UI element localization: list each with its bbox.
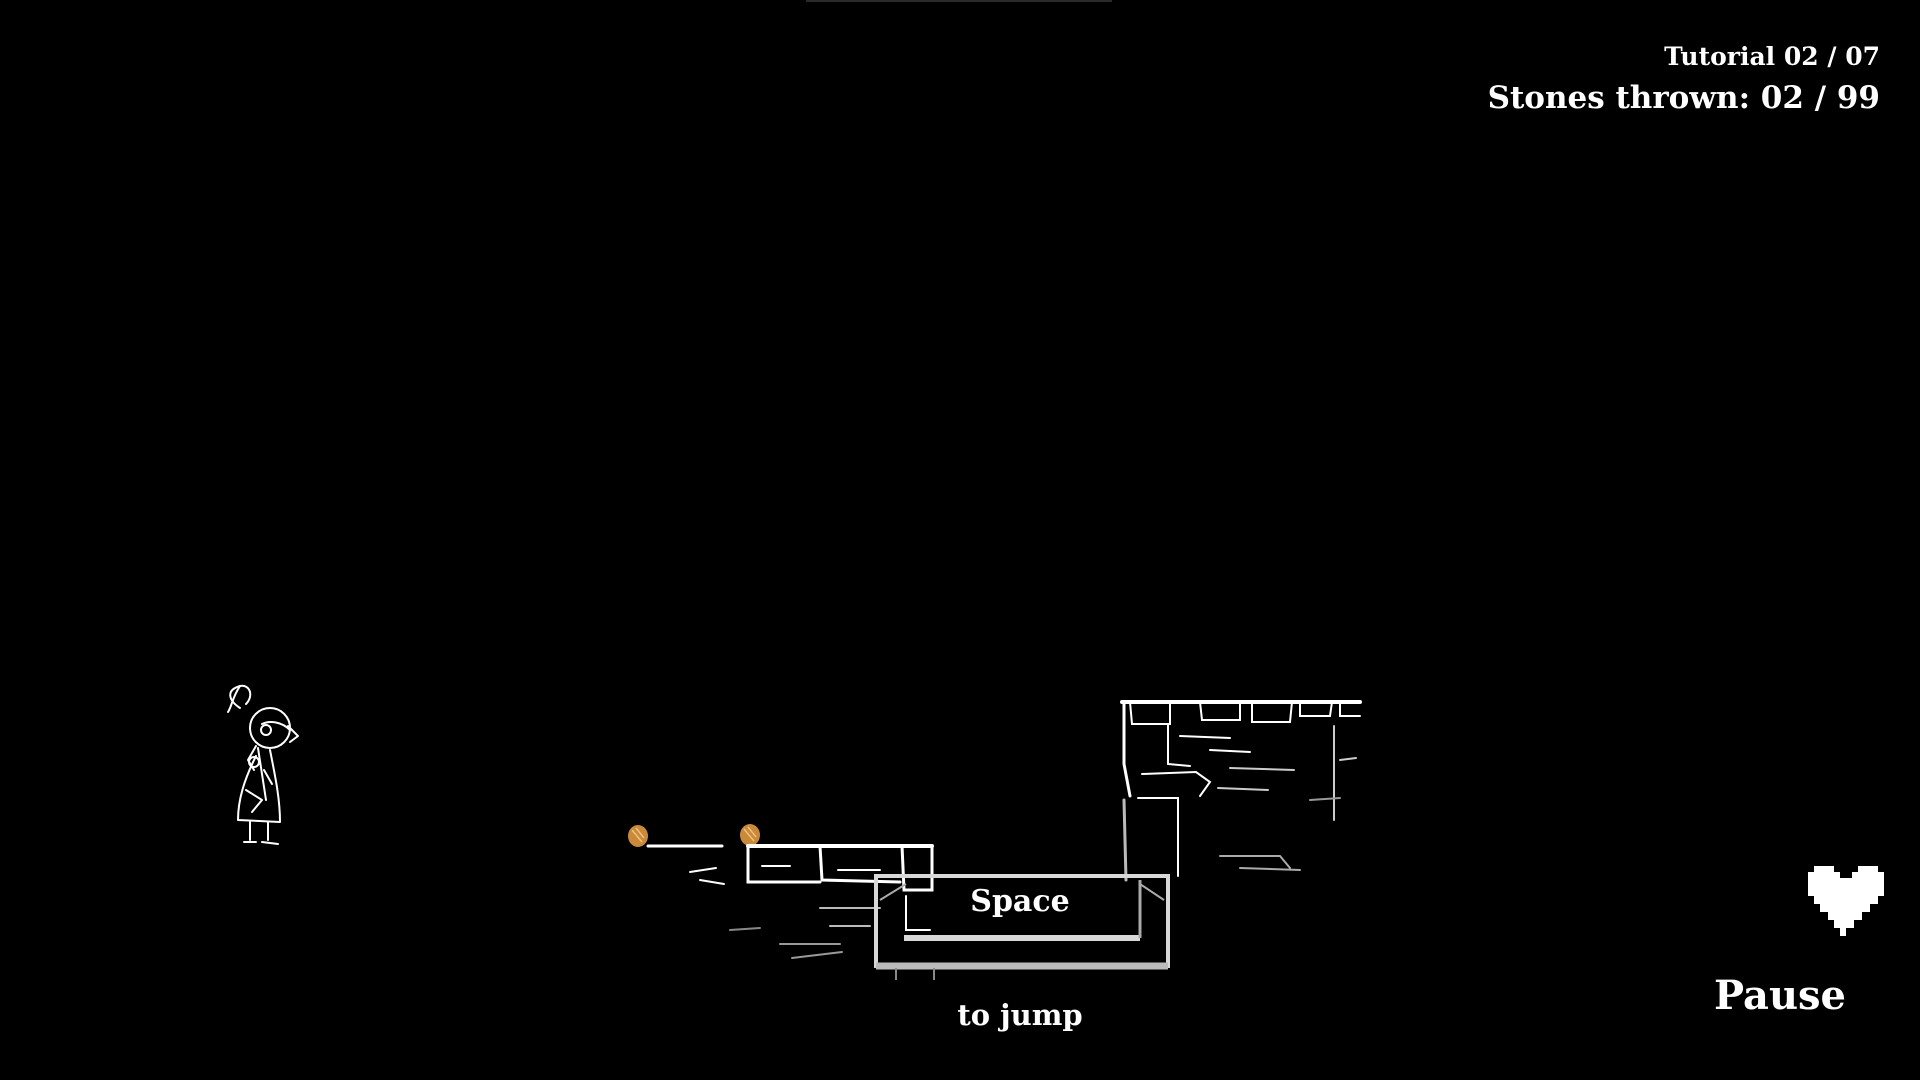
brick-platform-left	[646, 844, 934, 959]
tutorial-counter: Tutorial 02 / 07	[1664, 42, 1880, 71]
stone-pickup-1	[628, 825, 648, 847]
stone-pickup-2	[740, 824, 760, 846]
heart-icon	[1808, 866, 1884, 936]
player-character	[227, 684, 299, 845]
stones-thrown-counter: Stones thrown: 02 / 99	[1487, 80, 1880, 116]
brick-wall-right	[1120, 700, 1362, 882]
space-key-label: Space	[970, 884, 1070, 919]
top-edge-bar	[806, 0, 1112, 2]
pause-button[interactable]: Pause	[1714, 972, 1846, 1019]
jump-hint-text: to jump	[957, 998, 1083, 1032]
space-key-outline	[874, 874, 1170, 980]
